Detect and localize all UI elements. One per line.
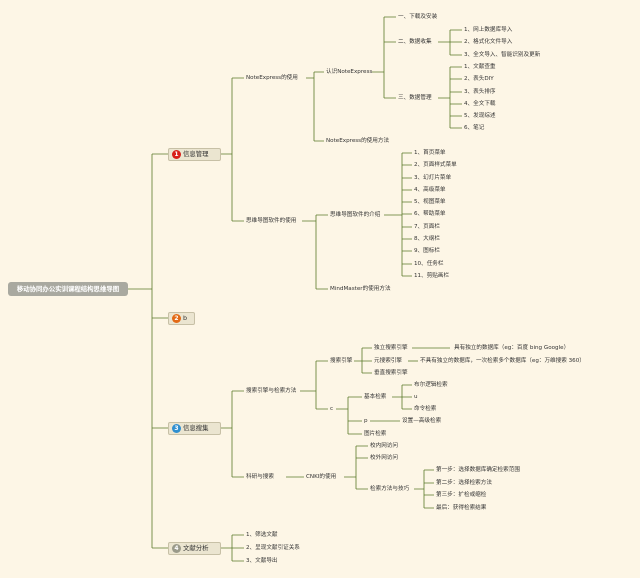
node-intro-item[interactable]: 4、高级菜单: [414, 187, 446, 193]
node-manage-item[interactable]: 5、发现综述: [464, 113, 496, 119]
node-step[interactable]: 第一步：选择数据库确定检索范围: [436, 467, 520, 473]
node-intro-item[interactable]: 8、大纲栏: [414, 236, 440, 242]
node-collect-item[interactable]: 1、网上数据库导入: [464, 27, 513, 33]
node-intro-item[interactable]: 6、帮助菜单: [414, 211, 446, 217]
node-intro-item[interactable]: 2、页面样式菜单: [414, 162, 457, 168]
node-step[interactable]: 最后：获得检索结果: [436, 505, 487, 511]
branch-label: b: [183, 314, 188, 322]
badge-number-2: 2: [172, 314, 181, 323]
node-independent-engine[interactable]: 独立搜索引擎: [374, 345, 408, 351]
node-noteexpress[interactable]: NoteExpress的使用: [246, 75, 298, 81]
node-meta-engine[interactable]: 元搜索引擎: [374, 358, 402, 364]
node-step[interactable]: 第三步：扩检或缩检: [436, 492, 487, 498]
node-search-skills[interactable]: 检索方法与技巧: [370, 486, 410, 492]
node-search-engine-methods[interactable]: 搜索引擎与检索方法: [246, 388, 297, 394]
node-intro-item[interactable]: 9、图标栏: [414, 248, 440, 254]
node-intro-item[interactable]: 1、首页菜单: [414, 150, 446, 156]
node-basic-search[interactable]: 基本检索: [364, 394, 387, 400]
node-analysis-item[interactable]: 1、筛选文献: [246, 532, 278, 538]
badge-number-1: 1: [172, 150, 181, 159]
node-renshi-noteexpress[interactable]: 认识NoteExpress: [326, 69, 373, 75]
branch-label: 信息搜集: [183, 424, 209, 432]
branch-label: 文献分析: [183, 544, 209, 552]
node-meta-note[interactable]: 不具有独立的数据库，一次检索多个数据库（eg：万维搜索 360）: [420, 358, 585, 364]
node-cnki[interactable]: CNKI的使用: [306, 474, 337, 480]
node-intro-item[interactable]: 10、任务栏: [414, 261, 444, 267]
badge-number-4: 4: [172, 544, 181, 553]
node-analysis-item[interactable]: 3、文献导出: [246, 558, 278, 564]
node-image-search[interactable]: 图片检索: [364, 431, 387, 437]
branch-label: 信息管理: [183, 150, 209, 158]
node-intro-item[interactable]: 7、页面栏: [414, 224, 440, 230]
node-campus-access[interactable]: 校内网访问: [370, 443, 398, 449]
node-step[interactable]: 第二步：选择检索方法: [436, 480, 492, 486]
node-mindmaster-usage[interactable]: MindMaster的使用方法: [330, 286, 391, 292]
node-manage-item[interactable]: 4、全文下载: [464, 101, 496, 107]
node-manage-item[interactable]: 3、表头排序: [464, 89, 496, 95]
node-research-search[interactable]: 科研与搜索: [246, 474, 274, 480]
node-intro-item[interactable]: 3、幻灯片菜单: [414, 175, 452, 181]
node-noteexpress-usage[interactable]: NoteExpress的使用方法: [326, 138, 390, 144]
node-independent-note[interactable]: 具有独立的数据库（eg：百度 bing Google）: [454, 345, 570, 351]
node-advanced-settings[interactable]: 设置—高级检索: [402, 418, 442, 424]
node-collect[interactable]: 二、数据收集: [398, 39, 432, 45]
node-collect-item[interactable]: 2、格式化文件导入: [464, 39, 513, 45]
node-offcampus-access[interactable]: 校外网访问: [370, 455, 398, 461]
node-c[interactable]: c: [330, 406, 334, 412]
node-analysis-item[interactable]: 2、呈现文献引证关系: [246, 545, 300, 551]
node-mindmap-software[interactable]: 思维导图软件的使用: [246, 218, 297, 224]
node-manage-item[interactable]: 6、笔记: [464, 125, 485, 131]
node-mindmap-intro[interactable]: 思维导图软件的介绍: [330, 212, 381, 218]
node-intro-item[interactable]: 11、剪贴画栏: [414, 273, 450, 279]
node-p[interactable]: p: [364, 418, 368, 424]
node-collect-item[interactable]: 3、全文导入、智能识别及更新: [464, 52, 541, 58]
node-intro-item[interactable]: 5、视图菜单: [414, 199, 446, 205]
node-install[interactable]: 一、下载及安装: [398, 14, 438, 20]
node-search-engine[interactable]: 搜索引擎: [330, 358, 353, 364]
node-manage-item[interactable]: 1、文献查重: [464, 64, 496, 70]
node-u[interactable]: u: [414, 394, 418, 400]
node-vertical-engine[interactable]: 垂直搜索引擎: [374, 370, 408, 376]
badge-number-3: 3: [172, 424, 181, 433]
node-boolean-search[interactable]: 布尔逻辑检索: [414, 382, 448, 388]
node-manage-item[interactable]: 2、表头DIY: [464, 76, 494, 82]
node-manage[interactable]: 三、数据管理: [398, 95, 432, 101]
node-command-search[interactable]: 命令检索: [414, 406, 437, 412]
root-node[interactable]: 移动协同办公实训课程结构思维导图: [8, 282, 128, 296]
